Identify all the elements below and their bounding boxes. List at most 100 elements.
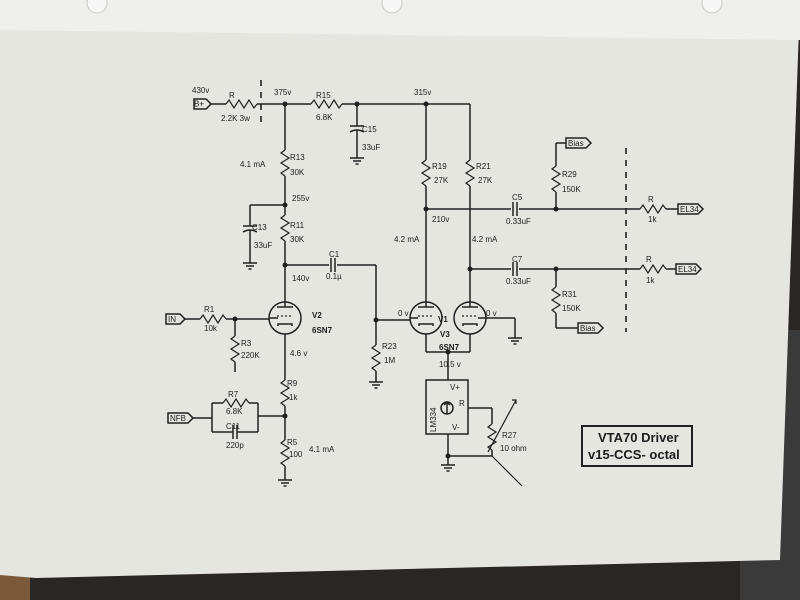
- r11-value: 30K: [290, 235, 305, 244]
- r9-name: R9: [287, 379, 298, 388]
- in-label: IN: [168, 315, 176, 324]
- r5-name: R5: [287, 438, 298, 447]
- r31-name: R31: [562, 290, 577, 299]
- r29-name: R29: [562, 170, 577, 179]
- tube-v3: [426, 301, 522, 372]
- c1-name: C1: [329, 250, 340, 259]
- r23-value: 1M: [384, 356, 395, 365]
- node-140v: 140v: [292, 274, 309, 283]
- c11-name: C11: [226, 422, 241, 431]
- c15-value: 33uF: [362, 143, 380, 152]
- output-top-branch: [426, 142, 678, 216]
- node-10-5v: 10.5 v: [439, 360, 461, 369]
- r15-value: 6.8K: [316, 113, 333, 122]
- c5-value: 0.33uF: [506, 217, 531, 226]
- r-top-value: 1k: [648, 215, 657, 224]
- c13-value: 33uF: [254, 241, 272, 250]
- in-port: [165, 313, 187, 325]
- r21-value: 27K: [478, 176, 493, 185]
- c5-name: C5: [512, 193, 523, 202]
- r-bottom-name: R: [646, 255, 652, 264]
- node-0v-right: 0 v: [486, 309, 497, 318]
- lm334-ccs: [425, 372, 523, 487]
- node-4-2ma-left: 4.2 mA: [394, 235, 420, 244]
- bias-bottom-label: Bias: [580, 324, 596, 333]
- r5-value: 100: [289, 450, 303, 459]
- binder-hole-left: [86, 0, 108, 14]
- r13-value: 30K: [290, 168, 305, 177]
- r3-name: R3: [241, 339, 252, 348]
- bplus-label: B+: [194, 100, 204, 109]
- node-255v: 255v: [292, 194, 309, 203]
- bias-port-bottom: [577, 322, 605, 334]
- bias-top-label: Bias: [568, 139, 584, 148]
- el34-port-bottom: [675, 263, 703, 275]
- capacitor-c15: [349, 104, 365, 165]
- el34-bottom-label: EL34: [678, 265, 697, 274]
- r7-name: R7: [228, 390, 239, 399]
- paper-sheet: [0, 0, 800, 578]
- node-210v: 210v: [432, 215, 449, 224]
- node-4-2ma-right: 4.2 mA: [472, 235, 498, 244]
- nfb-port: [167, 412, 195, 424]
- v2-name: V2: [312, 311, 322, 320]
- r29-value: 150K: [562, 185, 581, 194]
- bias-port-top: [565, 137, 593, 149]
- c7-name: C7: [512, 255, 523, 264]
- c15-name: C15: [362, 125, 377, 134]
- paper-top-light: [0, 0, 800, 40]
- nfb-label: NFB: [170, 414, 186, 423]
- lm334-name: LM334: [429, 407, 438, 432]
- r27-value: 10 ohm: [500, 444, 527, 453]
- binder-hole-right: [701, 0, 723, 14]
- r27-name: R27: [502, 431, 517, 440]
- node-430v: 430v: [192, 86, 209, 95]
- r19-value: 27K: [434, 176, 449, 185]
- node-4-6v: 4.6 v: [290, 349, 307, 358]
- r-top-name: R: [648, 195, 654, 204]
- r21-name: R21: [476, 162, 491, 171]
- r7-value: 6.8K: [226, 407, 243, 416]
- lm334-pin-r: R: [459, 399, 465, 408]
- node-315v: 315v: [414, 88, 431, 97]
- el34-top-label: EL34: [680, 205, 699, 214]
- r-bottom-value: 1k: [646, 276, 655, 285]
- v1-name: V1: [438, 315, 448, 324]
- output-bottom-branch: [470, 262, 676, 329]
- lm334-pin-vminus: V-: [452, 423, 460, 432]
- node-4-1ma-bottom: 4.1 mA: [309, 445, 335, 454]
- r11-name: R11: [290, 221, 305, 230]
- v3-value: 6SN7: [439, 343, 460, 352]
- c7-value: 0.33uF: [506, 277, 531, 286]
- r-name: R: [229, 91, 235, 100]
- r9-value: 1k: [289, 393, 298, 402]
- tube-v2: [268, 300, 302, 380]
- capacitor-c1: [285, 258, 379, 345]
- r31-value: 150K: [562, 304, 581, 313]
- title-box: [581, 425, 693, 467]
- r13-name: R13: [290, 153, 305, 162]
- diff-pair-plates: [420, 104, 476, 301]
- c11-value: 220p: [226, 441, 244, 450]
- r1-name: R1: [204, 305, 215, 314]
- resistor-r1-r3: [185, 313, 269, 372]
- node-4-1ma-top: 4.1 mA: [240, 160, 266, 169]
- r-value: 2.2K 3w: [221, 114, 250, 123]
- node-375v: 375v: [274, 88, 291, 97]
- node-0v-left: 0 v: [398, 309, 409, 318]
- el34-port-top: [677, 203, 705, 215]
- nfb-network: [193, 397, 285, 439]
- r15-name: R15: [316, 91, 331, 100]
- r3-value: 220K: [241, 351, 260, 360]
- c13-name: C13: [252, 223, 267, 232]
- title-line1: VTA70 Driver: [598, 430, 679, 445]
- binder-hole-center: [381, 0, 403, 14]
- title-line2: v15-CCS- octal: [588, 447, 680, 462]
- v3-name: V3: [440, 330, 450, 339]
- resistor-r23: [369, 319, 410, 389]
- v2-plate-chain: [242, 104, 291, 300]
- r19-name: R19: [432, 162, 447, 171]
- r1-value: 10k: [204, 324, 218, 333]
- r23-name: R23: [382, 342, 397, 351]
